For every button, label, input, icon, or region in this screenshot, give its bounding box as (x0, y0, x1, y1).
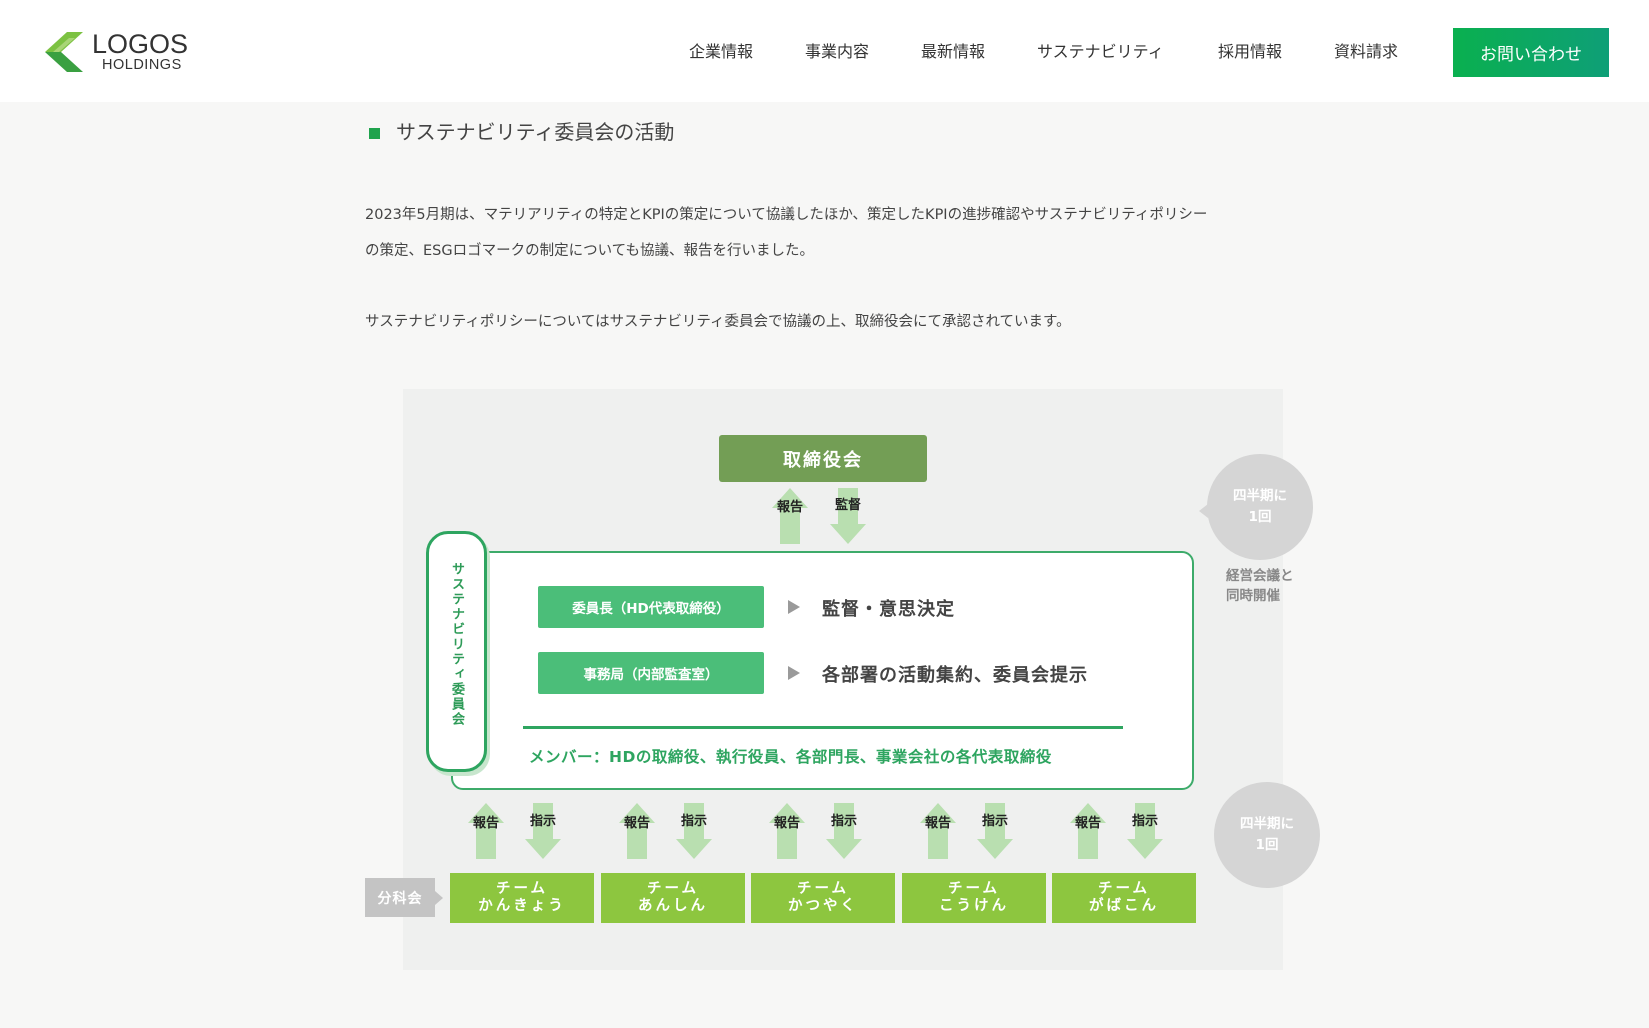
report-up-arrow-icon (468, 803, 504, 859)
instruct-label: 指示 (830, 814, 857, 829)
team-line-1: チーム (947, 881, 1001, 897)
triangle-right-icon (788, 666, 800, 680)
members-divider (523, 726, 1123, 729)
board-of-directors: 取締役会 (719, 435, 927, 482)
instruct-down-arrow-icon (977, 803, 1013, 859)
site-header: LOGOS HOLDINGS 企業情報 事業内容 最新情報 サステナビリティ 採… (0, 0, 1649, 102)
committee-label-text: サステナビリティ委員会 (449, 562, 464, 727)
team-line-2: がばこん (1089, 898, 1159, 914)
report-up-arrow-icon (772, 488, 808, 544)
nav-company[interactable]: 企業情報 (689, 42, 754, 61)
team-line-1: チーム (646, 881, 700, 897)
instruct-label: 指示 (981, 814, 1008, 829)
logo-sub: HOLDINGS (102, 57, 182, 73)
report-up-arrow-icon (920, 803, 956, 859)
frequency-note: 経営会議と 同時開催 (1226, 568, 1294, 604)
team-katsuyaku: チーム かつやく (751, 873, 895, 923)
report-up-arrow-icon (1070, 803, 1106, 859)
report-label: 報告 (1074, 816, 1101, 831)
role-chair-desc: 監督・意思決定 (822, 599, 955, 620)
triangle-right-icon (788, 600, 800, 614)
subcommittee-pointer-icon (435, 891, 443, 905)
report-label: 報告 (924, 816, 951, 831)
logo-name: LOGOS (92, 29, 189, 59)
role-chair: 委員長（HD代表取締役） (538, 586, 764, 628)
team-gabakon: チーム がばこん (1052, 873, 1196, 923)
nav-sustainability[interactable]: サステナビリティ (1037, 42, 1164, 61)
supervise-down-arrow-icon (830, 488, 866, 544)
committee-vertical-label: サステナビリティ委員会 (426, 531, 487, 772)
nav-documents[interactable]: 資料請求 (1334, 42, 1399, 61)
nav-news[interactable]: 最新情報 (921, 42, 986, 61)
report-label: 報告 (776, 500, 803, 515)
instruct-down-arrow-icon (826, 803, 862, 859)
report-up-arrow-icon (769, 803, 805, 859)
frequency-badge-top: 四半期に 1回 (1207, 454, 1313, 560)
team-line-1: チーム (495, 881, 549, 897)
role-secretariat: 事務局（内部監査室） (538, 652, 764, 694)
paragraph-1-line-1: 2023年5月期は、マテリアリティの特定とKPIの策定について協議したほか、策定… (365, 207, 1208, 223)
team-line-2: かつやく (788, 898, 858, 914)
subcommittee-label: 分科会 (365, 878, 435, 917)
instruct-label: 指示 (1131, 814, 1158, 829)
frequency-badge-bottom: 四半期に 1回 (1214, 782, 1320, 888)
section-bullet-icon (369, 128, 380, 139)
team-line-1: チーム (1097, 881, 1151, 897)
report-label: 報告 (472, 816, 499, 831)
section-title: サステナビリティ委員会の活動 (396, 120, 675, 144)
supervise-label: 監督 (834, 498, 861, 513)
team-line-2: あんしん (638, 898, 708, 914)
instruct-label: 指示 (529, 814, 556, 829)
report-up-arrow-icon (619, 803, 655, 859)
team-kankyo: チーム かんきょう (450, 873, 594, 923)
members-text: メンバー：HDの取締役、執行役員、各部門長、事業会社の各代表取締役 (529, 748, 1052, 766)
logos-logo-icon (45, 32, 83, 72)
team-kouken: チーム こうけん (902, 873, 1046, 923)
paragraph-1-line-2: の策定、ESGロゴマークの制定についても協議、報告を行いました。 (365, 243, 814, 259)
team-anshin: チーム あんしん (601, 873, 745, 923)
team-line-2: こうけん (939, 898, 1009, 914)
report-label: 報告 (773, 816, 800, 831)
instruct-down-arrow-icon (1127, 803, 1163, 859)
nav-recruit[interactable]: 採用情報 (1218, 42, 1283, 61)
team-line-1: チーム (796, 881, 850, 897)
report-label: 報告 (623, 816, 650, 831)
contact-button[interactable]: お問い合わせ (1453, 28, 1609, 77)
instruct-label: 指示 (680, 814, 707, 829)
badge-pointer-icon (1199, 504, 1208, 518)
nav-business[interactable]: 事業内容 (805, 42, 870, 61)
instruct-down-arrow-icon (676, 803, 712, 859)
role-secretariat-desc: 各部署の活動集約、委員会提示 (822, 665, 1088, 686)
logo[interactable]: LOGOS HOLDINGS (45, 29, 205, 77)
instruct-down-arrow-icon (525, 803, 561, 859)
paragraph-2: サステナビリティポリシーについてはサステナビリティ委員会で協議の上、取締役会にて… (365, 314, 1071, 330)
team-line-2: かんきょう (478, 898, 566, 914)
